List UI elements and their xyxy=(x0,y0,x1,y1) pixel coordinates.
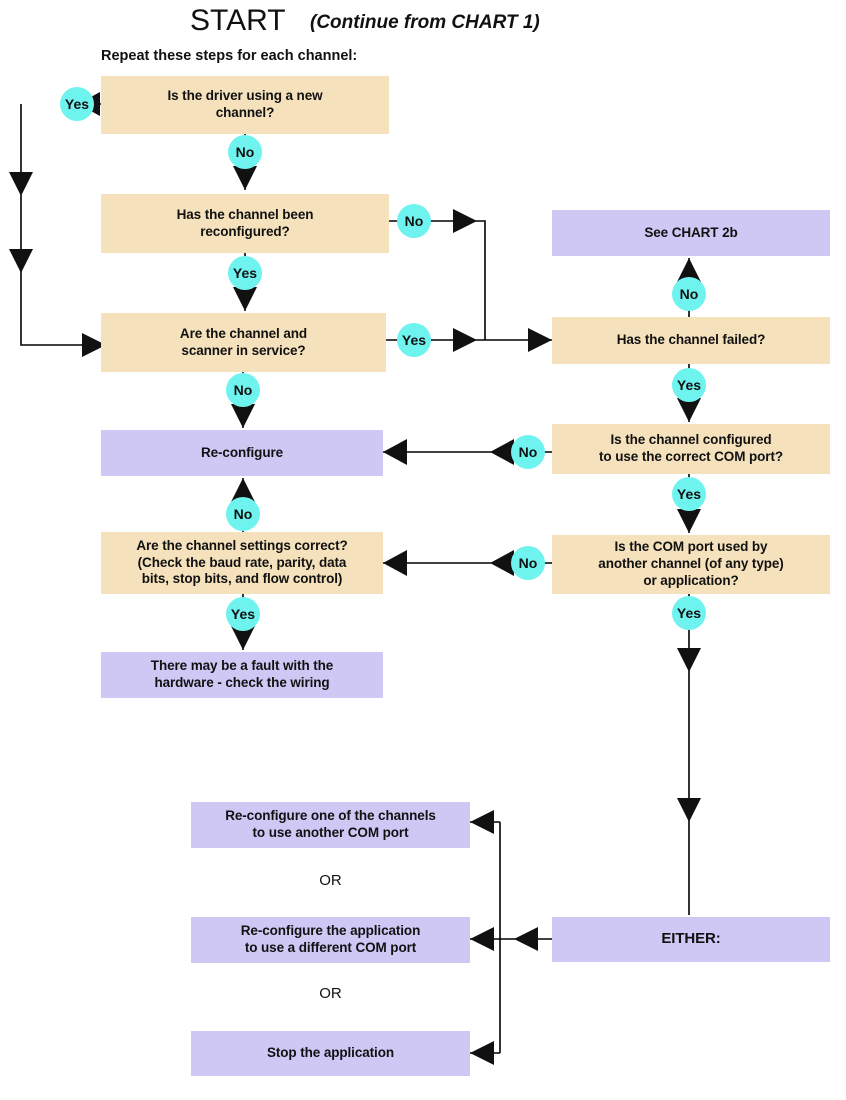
page-subtitle: (Continue from CHART 1) xyxy=(310,12,540,33)
node-hardware-fault-check-wiring[interactable]: There may be a fault with the hardware -… xyxy=(101,652,383,698)
node-label-line: hardware - check the wiring xyxy=(154,675,330,690)
node-label-line: to use a different COM port xyxy=(244,940,417,955)
arrowhead-down xyxy=(9,172,33,196)
node-label-line: Re-configure one of the channels xyxy=(225,808,436,824)
arrowhead-left xyxy=(470,1041,494,1065)
arrowhead-left xyxy=(514,927,538,951)
node-label-line: scanner in service? xyxy=(181,342,306,358)
node-label-line: There may be a fault with the xyxy=(150,658,334,674)
or-separator-1: OR xyxy=(319,872,342,889)
node-label: Re-configure xyxy=(200,444,284,460)
node-label: Has the channel failed? xyxy=(616,332,766,348)
edge-label-n2-yes: Yes xyxy=(228,256,262,290)
edge-label-n9-no: No xyxy=(511,435,545,469)
node-label-line: to use the correct COM port? xyxy=(599,449,783,464)
node-reconfigure-one-of-channels[interactable]: Re-configure one of the channels to use … xyxy=(191,802,470,848)
node-label-line: (Check the baud rate, parity, data xyxy=(137,554,347,570)
node-label-line: Re-configure the application xyxy=(240,923,421,939)
arrowhead-down xyxy=(233,166,257,190)
edge-label-n8-yes: Yes xyxy=(672,368,706,402)
edge-label-n1-no: No xyxy=(228,135,262,169)
node-label: See CHART 2b xyxy=(644,224,738,240)
node-label-line: Are the channel and xyxy=(179,325,308,341)
node-is-com-port-used-by-another[interactable]: Is the COM port used by another channel … xyxy=(552,535,830,594)
node-are-channel-and-scanner-in-service[interactable]: Are the channel and scanner in service? xyxy=(101,313,386,372)
arrowhead-right xyxy=(453,209,477,233)
page-title: START xyxy=(190,4,286,37)
arrowhead-left xyxy=(383,550,407,576)
node-label-line: Are the channel settings correct? xyxy=(136,537,348,553)
node-has-channel-been-reconfigured[interactable]: Has the channel been reconfigured? xyxy=(101,194,389,253)
node-label: Stop the application xyxy=(266,1045,394,1061)
edge-label-n5-yes: Yes xyxy=(226,597,260,631)
edge-label-n3-yes: Yes xyxy=(397,323,431,357)
node-is-driver-using-new-channel[interactable]: Is the driver using a new channel? xyxy=(101,76,389,134)
edge-label-n2-no: No xyxy=(397,204,431,238)
node-re-configure[interactable]: Re-configure xyxy=(101,430,383,476)
node-label-line: another channel (of any type) xyxy=(598,556,784,572)
node-label-line: or application? xyxy=(643,572,739,588)
node-either[interactable]: EITHER: xyxy=(552,917,830,962)
edge-label-n9-yes: Yes xyxy=(672,477,706,511)
node-see-chart-2b[interactable]: See CHART 2b xyxy=(552,210,830,256)
arrowhead-down xyxy=(677,648,701,672)
arrowhead-down xyxy=(233,287,257,311)
edge-label-n8-no: No xyxy=(672,277,706,311)
arrowhead-down xyxy=(677,798,701,822)
edge-label-n5-no: No xyxy=(226,497,260,531)
node-label-line: to use another COM port xyxy=(252,825,409,840)
arrowhead-right xyxy=(528,328,552,352)
node-label-line: channel? xyxy=(215,105,275,120)
edge-label-n3-no: No xyxy=(226,373,260,407)
arrowhead-right xyxy=(453,328,477,352)
node-reconfigure-application[interactable]: Re-configure the application to use a di… xyxy=(191,917,470,963)
edge-label-n1-yes: Yes xyxy=(60,87,94,121)
edge-label-n10-no: No xyxy=(511,546,545,580)
arrowhead-left xyxy=(470,810,494,834)
arrowhead-down xyxy=(231,404,255,428)
node-label-line: reconfigured? xyxy=(200,223,290,239)
repeat-note: Repeat these steps for each channel: xyxy=(101,48,358,64)
node-label: EITHER: xyxy=(661,930,721,948)
node-label-line: Is the channel configured xyxy=(610,432,772,448)
node-label-line: Is the COM port used by xyxy=(614,539,768,555)
arrowhead-left xyxy=(383,439,407,465)
node-label-line: Has the channel been xyxy=(176,206,314,222)
or-separator-2: OR xyxy=(319,985,342,1002)
arrowhead-down xyxy=(677,509,701,533)
arrowhead-down xyxy=(9,249,33,273)
node-label-line: Is the driver using a new xyxy=(167,88,323,104)
node-is-channel-configured-correct-com-port[interactable]: Is the channel configured to use the cor… xyxy=(552,424,830,474)
arrowhead-left xyxy=(470,927,494,951)
node-are-channel-settings-correct[interactable]: Are the channel settings correct? (Check… xyxy=(101,532,383,594)
node-stop-the-application[interactable]: Stop the application xyxy=(191,1031,470,1076)
node-label-line: bits, stop bits, and flow control) xyxy=(141,571,343,587)
edge-label-n10-yes: Yes xyxy=(672,596,706,630)
node-has-channel-failed[interactable]: Has the channel failed? xyxy=(552,317,830,364)
